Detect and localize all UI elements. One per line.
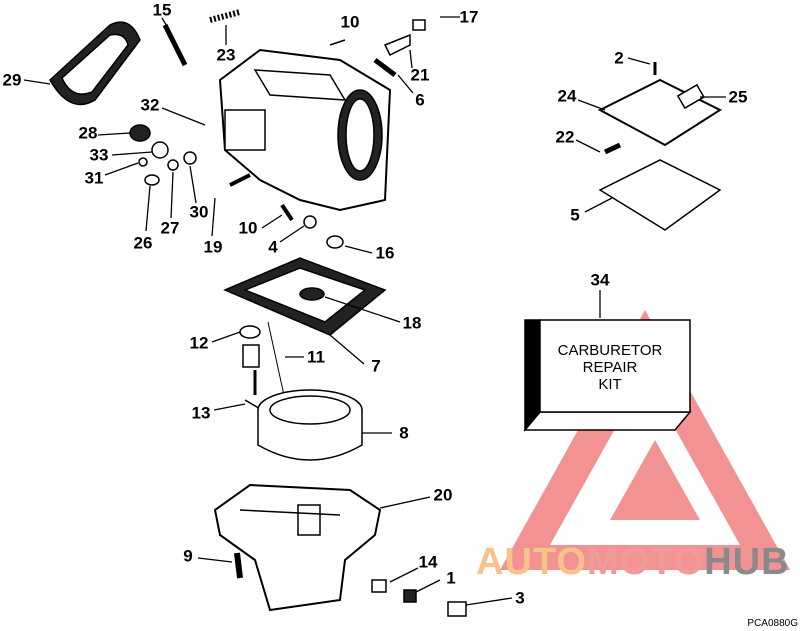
watermark-hub: HUB — [704, 541, 790, 583]
watermark-auto: AUTO — [476, 541, 587, 583]
pump-cover-part-24 — [597, 78, 723, 147]
gasket-part-29 — [49, 21, 141, 106]
callout-12: 12 — [189, 333, 209, 353]
callout-24: 24 — [557, 86, 577, 106]
repair-kit-label: CARBURETOR REPAIR KIT — [540, 342, 680, 393]
callout-22: 22 — [555, 127, 575, 147]
callout-21: 21 — [410, 65, 430, 85]
callout-3: 3 — [515, 588, 525, 608]
callout-13: 13 — [191, 403, 211, 423]
watermark-text: AUTOMOTOHUB — [476, 543, 790, 581]
screw-part-22 — [603, 142, 622, 155]
screw-part-15 — [162, 23, 188, 67]
callout-9: 9 — [183, 546, 193, 566]
callout-34: 34 — [590, 270, 610, 290]
carburetor-body — [218, 48, 392, 212]
repair-kit-box-part-34 — [523, 319, 692, 432]
washer-part-31 — [138, 157, 148, 167]
callout-16: 16 — [375, 243, 395, 263]
callout-4: 4 — [268, 237, 278, 257]
kit-label-line-1: CARBURETOR — [557, 342, 663, 359]
screw-part-17 — [412, 19, 426, 31]
callout-15: 15 — [152, 0, 172, 20]
inlet-needle-part-11 — [267, 321, 286, 401]
washer-part-27 — [167, 159, 179, 171]
callout-8: 8 — [399, 423, 409, 443]
callout-20: 20 — [433, 485, 453, 505]
bracket-part-21 — [383, 33, 411, 57]
callout-23: 23 — [216, 45, 236, 65]
kit-label-line-3: KIT — [598, 376, 622, 393]
pin-part-10 — [329, 39, 346, 46]
screw-part-9 — [234, 552, 243, 579]
watermark-logo-triangle — [500, 310, 790, 570]
callout-6: 6 — [415, 90, 425, 110]
kit-label-line-2: REPAIR — [582, 359, 638, 376]
callout-10: 10 — [340, 12, 360, 32]
screw-part-26 — [144, 174, 160, 186]
diaphragm-part-5 — [598, 159, 722, 231]
callout-18: 18 — [402, 313, 422, 333]
nut-part-30 — [183, 151, 197, 165]
ring-part-12 — [239, 325, 261, 339]
leader-lines — [23, 16, 726, 606]
float-bowl-part-20 — [213, 483, 382, 612]
spring-part-23 — [209, 9, 241, 23]
callout-32: 32 — [140, 95, 160, 115]
washer-part-1 — [403, 589, 417, 603]
callout-10b: 10 — [238, 218, 258, 238]
callout-30: 30 — [189, 202, 209, 222]
watermark-moto: MOTO — [586, 541, 705, 583]
float-part-8 — [257, 389, 363, 461]
callout-5: 5 — [570, 205, 580, 225]
ball-part-4 — [303, 215, 317, 229]
callout-27: 27 — [160, 218, 180, 238]
spring-part-19 — [229, 173, 251, 187]
callout-7: 7 — [371, 356, 381, 376]
plug-part-3 — [447, 601, 467, 617]
nut-part-28 — [129, 124, 151, 142]
callout-11: 11 — [307, 347, 325, 367]
callout-19: 19 — [203, 237, 223, 257]
callout-25: 25 — [728, 87, 748, 107]
drawing-code: PCA0880G — [747, 618, 798, 629]
callout-31: 31 — [84, 168, 104, 188]
needle-seat-part — [242, 344, 260, 368]
pin-part-10b — [280, 203, 294, 222]
fitting-part-33 — [151, 141, 169, 159]
jet-part-14 — [371, 579, 387, 593]
needle-part-6 — [373, 58, 397, 77]
callout-14: 14 — [418, 552, 438, 572]
gasket-part-18 — [299, 287, 325, 301]
callout-1: 1 — [446, 568, 456, 588]
callout-17: 17 — [459, 7, 479, 27]
callout-2: 2 — [614, 48, 624, 68]
callout-33: 33 — [89, 145, 109, 165]
plug-part-16 — [326, 235, 344, 249]
callout-28: 28 — [78, 123, 98, 143]
callout-26: 26 — [133, 233, 153, 253]
callout-29: 29 — [2, 70, 22, 90]
